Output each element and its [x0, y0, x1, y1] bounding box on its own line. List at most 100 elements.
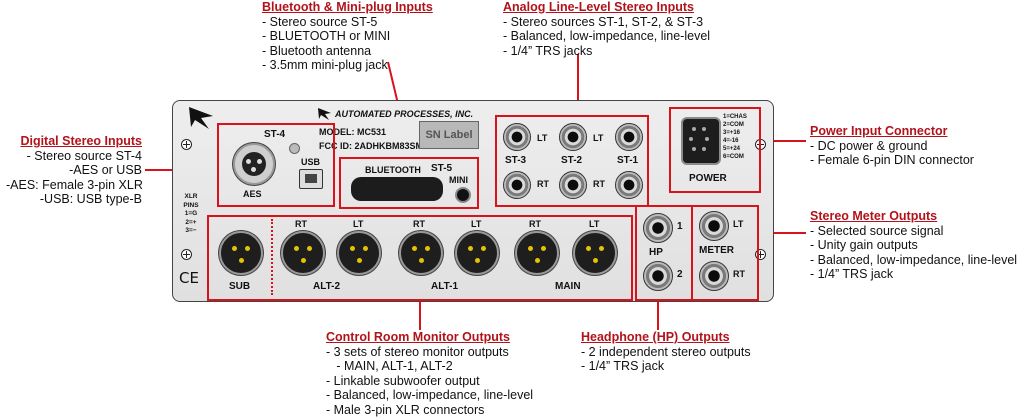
callout-line: - 2 independent stereo outputs: [581, 345, 751, 360]
alt1-lt-xlr-jack[interactable]: [455, 231, 499, 275]
sn-label: SN Label: [419, 121, 479, 149]
lt-label: LT: [589, 219, 599, 229]
st1-label: ST-1: [617, 155, 638, 166]
lt-label: LT: [537, 133, 547, 143]
callout-line: - BLUETOOTH or MINI: [262, 29, 433, 44]
rear-panel: AUTOMATED PROCESSES, INC. MODEL: MC531 F…: [172, 100, 774, 302]
callout-headphone: Headphone (HP) Outputs - 2 independent s…: [581, 330, 751, 374]
callout-title: Bluetooth & Mini-plug Inputs: [262, 0, 433, 15]
callout-meter: Stereo Meter Outputs - Selected source s…: [810, 209, 1017, 282]
pinout-line: XLR: [179, 193, 203, 202]
st1-lt-trs-jack[interactable]: [615, 123, 643, 151]
mini-plug-jack[interactable]: [455, 187, 471, 203]
callout-line: - Female 6-pin DIN connector: [810, 153, 974, 168]
callout-title: Headphone (HP) Outputs: [581, 330, 751, 345]
rt-label: RT: [733, 269, 745, 279]
pinout-line: PINS: [179, 202, 203, 211]
alt1-label: ALT-1: [431, 281, 458, 292]
callout-title: Control Room Monitor Outputs: [326, 330, 533, 345]
st5-label: ST-5: [431, 163, 452, 174]
hp2-label: 2: [677, 269, 683, 280]
callout-line: - 3.5mm mini-plug jack: [262, 58, 433, 73]
ce-mark: CE: [179, 269, 199, 287]
callout-monitor: Control Room Monitor Outputs - 3 sets of…: [326, 330, 533, 417]
hp-label: HP: [649, 247, 663, 258]
pinout-line: 6=COM: [723, 153, 747, 161]
fcc-id: FCC ID: 2ADHKBM83SM1: [319, 141, 428, 151]
st2-lt-trs-jack[interactable]: [559, 123, 587, 151]
aes-label: AES: [243, 189, 262, 199]
screw-icon: [181, 249, 192, 260]
callout-line: - 1/4” TRS jack: [810, 267, 1017, 282]
meter-rt-trs-jack[interactable]: [699, 261, 729, 291]
rt-label: RT: [295, 219, 307, 229]
hp1-trs-jack[interactable]: [643, 213, 673, 243]
bluetooth-label: BLUETOOTH: [365, 165, 421, 175]
meter-outputs-group: LT METER RT: [691, 205, 759, 301]
meter-lt-trs-jack[interactable]: [699, 211, 729, 241]
callout-line: - Balanced, low-impedance, line-level: [503, 29, 710, 44]
hp2-trs-jack[interactable]: [643, 261, 673, 291]
alt2-rt-xlr-jack[interactable]: [281, 231, 325, 275]
callout-line: - Stereo source ST-5: [262, 15, 433, 30]
callout-title: Stereo Meter Outputs: [810, 209, 1017, 224]
hp1-label: 1: [677, 221, 683, 232]
sub-label: SUB: [229, 281, 250, 292]
rt-label: RT: [537, 179, 549, 189]
company-name: AUTOMATED PROCESSES, INC.: [335, 109, 473, 119]
st2-rt-trs-jack[interactable]: [559, 171, 587, 199]
callout-title: Analog Line-Level Stereo Inputs: [503, 0, 710, 15]
led-indicator: [289, 143, 300, 154]
main-lt-xlr-jack[interactable]: [573, 231, 617, 275]
company-logo-icon: [317, 107, 333, 121]
callout-line: - DC power & ground: [810, 139, 974, 154]
st3-lt-trs-jack[interactable]: [503, 123, 531, 151]
alt1-rt-xlr-jack[interactable]: [399, 231, 443, 275]
callout-line: - 1/4” TRS jack: [581, 359, 751, 374]
rt-label: RT: [529, 219, 541, 229]
callout-line: - Balanced, low-impedance, line-level: [326, 388, 533, 403]
usb-label: USB: [301, 157, 320, 167]
lt-label: LT: [353, 219, 363, 229]
callout-digital: Digital Stereo Inputs - Stereo source ST…: [6, 134, 142, 207]
callout-power: Power Input Connector - DC power & groun…: [810, 124, 974, 168]
aes-xlr-female-jack[interactable]: [233, 143, 275, 185]
pinout-line: 1=CHAS: [723, 113, 747, 121]
main-rt-xlr-jack[interactable]: [515, 231, 559, 275]
callout-line: -USB: USB type-B: [6, 192, 142, 207]
callout-line: - 1/4” TRS jacks: [503, 44, 710, 59]
monitor-outputs-group: SUB RT LT ALT-2 RT LT ALT-1 RT LT MAIN: [207, 215, 633, 301]
callout-line: - Bluetooth antenna: [262, 44, 433, 59]
callout-line: - MAIN, ALT-1, ALT-2: [326, 359, 533, 374]
pinout-line: 4=-16: [723, 137, 747, 145]
analog-inputs-group: LT LT ST-3 ST-2 ST-1 RT RT: [495, 115, 649, 207]
power-label: POWER: [689, 173, 727, 184]
callout-line: - Linkable subwoofer output: [326, 374, 533, 389]
callout-line: - Balanced, low-impedance, line-level: [810, 253, 1017, 268]
pinout-line: 3=+16: [723, 129, 747, 137]
callout-line: - Unity gain outputs: [810, 238, 1017, 253]
power-input-group: 1=CHAS 2=COM 3=+16 4=-16 5=+24 6=COM POW…: [669, 107, 761, 193]
st4-input-group: ST-4 AES USB: [217, 123, 335, 207]
mini-label: MINI: [449, 175, 468, 185]
callout-title: Power Input Connector: [810, 124, 974, 139]
st5-input-group: BLUETOOTH ST-5 MINI: [339, 157, 479, 209]
alt2-lt-xlr-jack[interactable]: [337, 231, 381, 275]
screw-icon: [181, 139, 192, 150]
pinout-line: 2=COM: [723, 121, 747, 129]
usb-b-port[interactable]: [299, 169, 323, 189]
headphone-outputs-group: 1 HP 2: [635, 205, 693, 301]
pinout-line: 5=+24: [723, 145, 747, 153]
meter-label: METER: [699, 245, 734, 256]
pinout-line: 1=G: [179, 210, 203, 219]
st3-label: ST-3: [505, 155, 526, 166]
power-din-connector[interactable]: [681, 117, 721, 165]
sub-xlr-male-jack[interactable]: [219, 231, 263, 275]
callout-bluetooth: Bluetooth & Mini-plug Inputs - Stereo so…: [262, 0, 433, 73]
st1-rt-trs-jack[interactable]: [615, 171, 643, 199]
callout-line: - 3 sets of stereo monitor outputs: [326, 345, 533, 360]
rt-label: RT: [593, 179, 605, 189]
pinout-line: 2=+: [179, 219, 203, 228]
alt2-label: ALT-2: [313, 281, 340, 292]
st3-rt-trs-jack[interactable]: [503, 171, 531, 199]
